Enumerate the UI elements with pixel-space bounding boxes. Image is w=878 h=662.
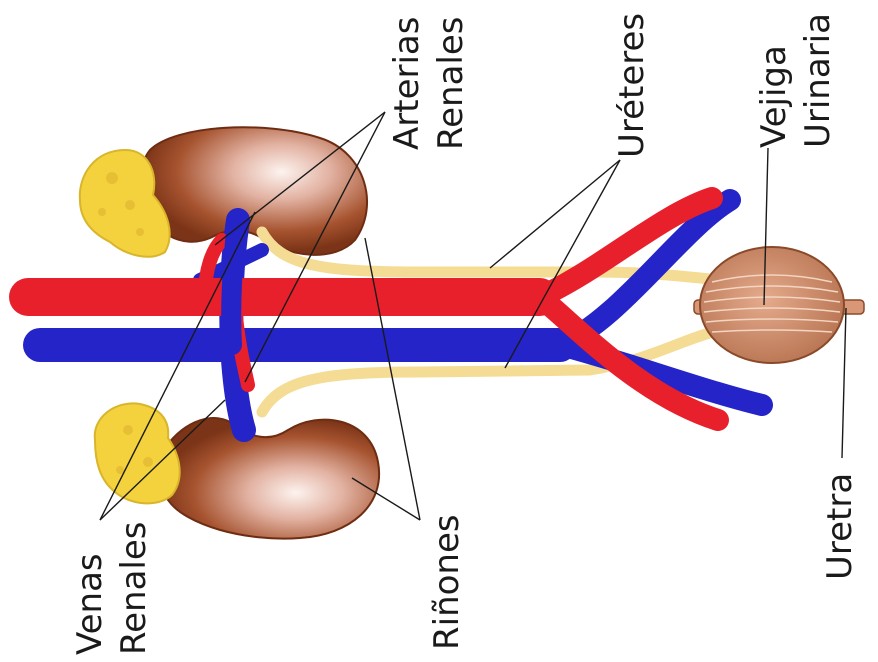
label-line: Renales <box>429 17 473 150</box>
renal-vein-front <box>231 232 236 345</box>
label-line: Riñones <box>425 514 469 650</box>
label-rinones: Riñones <box>425 514 469 650</box>
label-arterias-renales: Arterias Renales <box>385 17 473 150</box>
label-line: Urinaria <box>796 13 840 148</box>
label-ureteres: Uréteres <box>610 13 654 158</box>
label-line: Uretra <box>818 473 862 580</box>
label-line: Uréteres <box>610 13 654 158</box>
label-venas-renales: Venas Renales <box>68 522 156 655</box>
kidney-top <box>142 127 367 255</box>
label-line: Vejiga <box>752 13 796 148</box>
label-line: Renales <box>112 522 156 655</box>
label-uretra: Uretra <box>818 473 862 580</box>
label-line: Arterias <box>385 17 429 150</box>
adrenal-gland-bottom <box>95 403 180 503</box>
label-vejiga-urinaria: Vejiga Urinaria <box>752 13 840 148</box>
label-line: Venas <box>68 522 112 655</box>
bladder <box>694 247 864 363</box>
kidney-bottom <box>159 418 379 539</box>
